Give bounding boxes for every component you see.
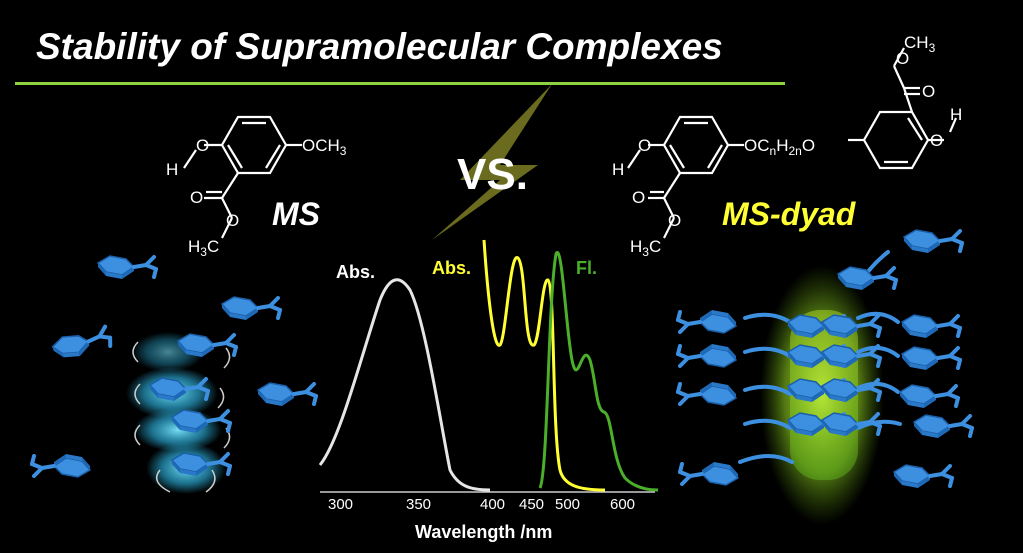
x-tick-300: 300 (328, 496, 354, 513)
x-axis-label: Wavelength /nm (415, 522, 553, 542)
ms-oh-o: O (196, 136, 209, 155)
vs-label: VS. (457, 150, 528, 199)
dyad-left-o: O (638, 136, 651, 155)
dyad-bottom-carbonyl: O (632, 188, 645, 207)
fl-green-curve (538, 251, 659, 492)
dyad-top-ch3: CH3 (904, 33, 936, 55)
ms-carbonyl-o: O (190, 188, 203, 207)
dyad-right-h: H (950, 105, 962, 124)
ms-ester-o: O (226, 211, 239, 230)
ms-methyl: H3C (188, 237, 219, 259)
ms-ome: OCH3 (302, 136, 347, 158)
dyad-assembly-illustration (676, 228, 974, 525)
ms-dyad-label: MS-dyad (722, 196, 856, 232)
abs-yellow-curve (482, 239, 606, 492)
dyad-bottom-methyl: H3C (630, 237, 661, 259)
ms-assembly-illustration (30, 254, 318, 494)
x-tick-500: 500 (555, 496, 581, 513)
abs-white-label: Abs. (336, 262, 376, 282)
ms-label: MS (272, 196, 320, 232)
dyad-left-h: H (612, 160, 624, 179)
dyad-bottom-o: O (668, 211, 681, 230)
x-tick-350: 350 (406, 496, 432, 513)
spectrum-plot (318, 239, 659, 493)
x-tick-600: 600 (610, 496, 636, 513)
x-tick-400: 400 (480, 496, 506, 513)
dyad-linker: OCnH2nO (744, 136, 815, 158)
ms-structure (183, 115, 302, 239)
fl-label: Fl. (576, 258, 597, 278)
dyad-top-o: O (896, 49, 909, 68)
abs-yellow-label: Abs. (432, 258, 472, 278)
dyad-structure (627, 47, 958, 239)
x-tick-450: 450 (519, 496, 545, 513)
abs-white-curve (318, 278, 491, 492)
page-title: Stability of Supramolecular Complexes (36, 26, 723, 67)
dyad-right-o: O (930, 131, 943, 150)
dyad-top-carbonyl: O (922, 82, 935, 101)
title-underline (15, 82, 785, 85)
ms-oh-h: H (166, 160, 178, 179)
lightning-bolt-icon (432, 84, 552, 240)
